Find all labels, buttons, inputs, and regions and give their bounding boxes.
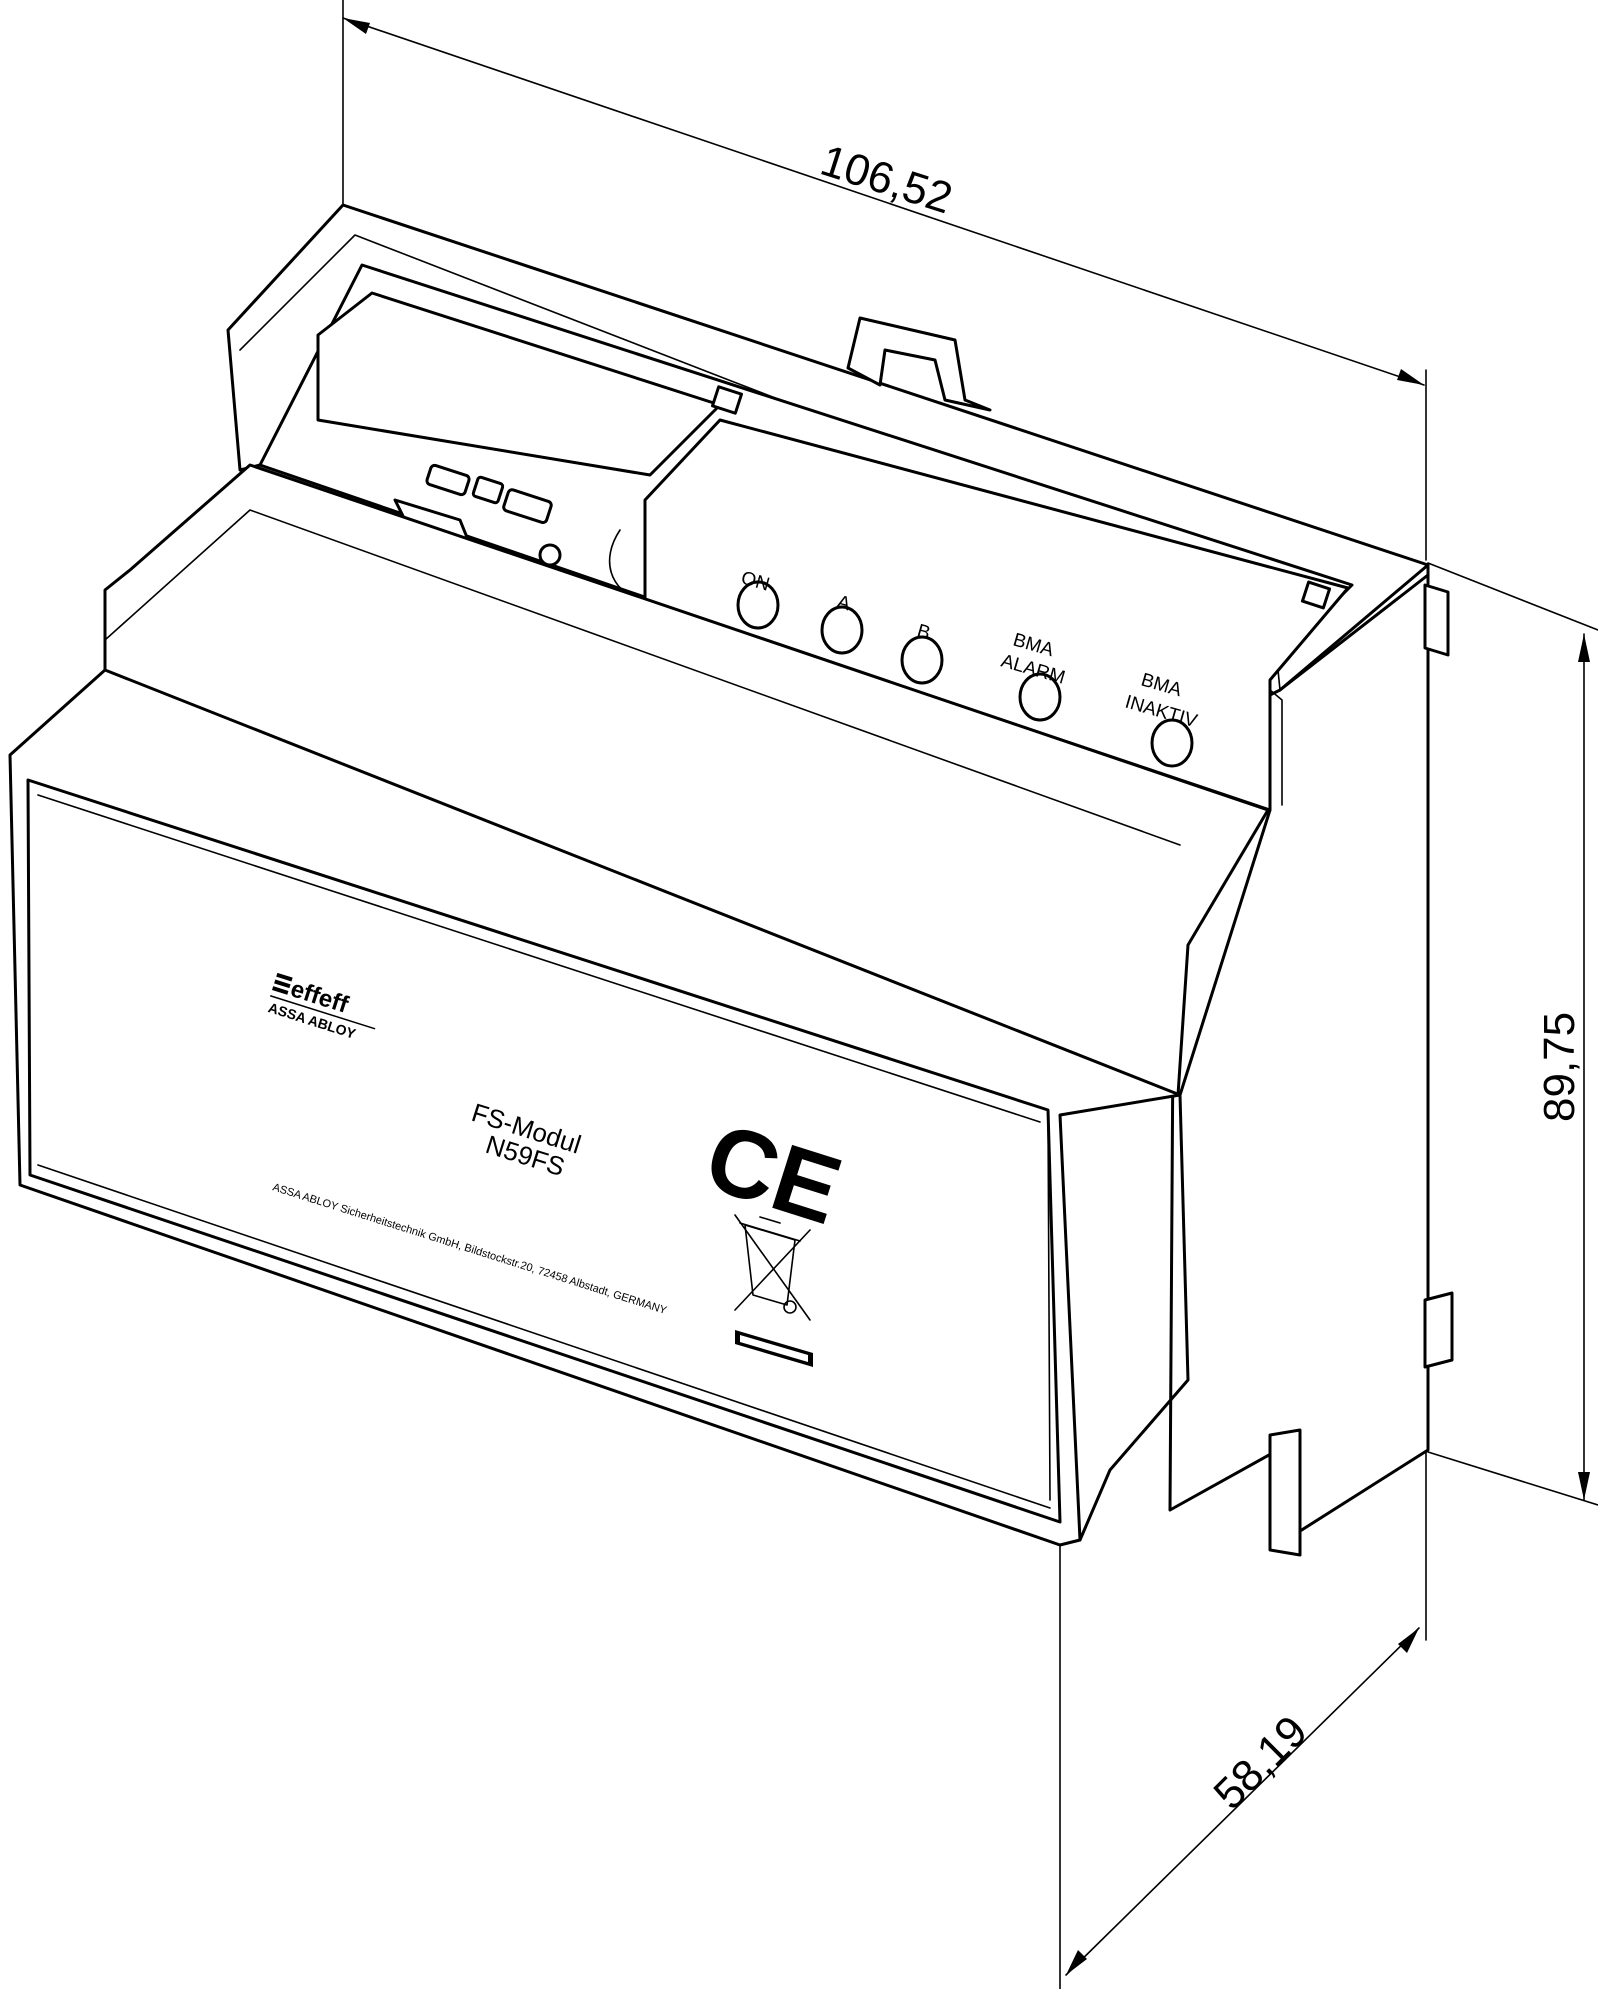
dimension-height-value: 89,75 bbox=[1535, 1012, 1584, 1122]
component-capacitor-1 bbox=[425, 463, 471, 497]
component-capacitor-2 bbox=[502, 488, 553, 525]
logo-bar-1 bbox=[276, 972, 293, 982]
led-bma-alarm: BMA ALARM bbox=[999, 630, 1067, 722]
dimension-height: 89,75 bbox=[1427, 562, 1598, 1506]
rear-terminal-cover bbox=[316, 291, 722, 477]
device-housing: ON A B BMA ALARM BMA INAKTIV bbox=[8, 203, 1454, 1557]
extension-line-top bbox=[1427, 562, 1598, 631]
front-label-plate bbox=[26, 778, 1062, 1524]
housing-corner-edge bbox=[1178, 808, 1272, 1097]
led-indicators: ON A B BMA ALARM BMA INAKTIV bbox=[736, 568, 1200, 768]
arrowhead-right bbox=[1397, 369, 1424, 385]
led-a: A bbox=[820, 592, 864, 655]
din-clip-middle bbox=[1423, 1291, 1454, 1369]
arrowhead-top bbox=[1578, 634, 1590, 662]
crossed-out-wheelie-bin-icon bbox=[734, 1214, 813, 1367]
bin-wheel bbox=[783, 1300, 797, 1314]
dimension-depth: 58,19 bbox=[1059, 1451, 1427, 1989]
arrowhead-back bbox=[1398, 1628, 1419, 1653]
logo-bar-3 bbox=[272, 986, 289, 995]
housing-top-clip bbox=[846, 316, 992, 412]
terminal-latch bbox=[710, 385, 744, 415]
front-plate-inner-top bbox=[37, 794, 1041, 1123]
housing-front-right-edge bbox=[1078, 1093, 1190, 1542]
logo-bar-2 bbox=[274, 979, 291, 989]
led-panel-side-rail bbox=[1269, 689, 1283, 806]
led-bma-alarm-lamp bbox=[1018, 672, 1062, 722]
logo-divider bbox=[269, 995, 376, 1030]
dimension-line-depth bbox=[1065, 1627, 1420, 1976]
din-clip-top bbox=[1423, 583, 1450, 657]
led-b-lamp bbox=[900, 635, 944, 685]
arrowhead-left bbox=[343, 18, 370, 34]
bin-lid bbox=[739, 1222, 801, 1242]
bin-cross-1 bbox=[734, 1214, 811, 1321]
housing-shoulder-edge bbox=[104, 509, 1181, 846]
bin-cross-2 bbox=[734, 1229, 811, 1311]
bin-underline-inner bbox=[740, 1335, 808, 1362]
led-panel-latch bbox=[1300, 580, 1332, 610]
led-b-label: B bbox=[915, 621, 933, 645]
component-chip bbox=[471, 475, 505, 505]
extension-line-bottom bbox=[1427, 1451, 1598, 1506]
dimension-line-width bbox=[342, 17, 1425, 386]
arrowhead-bottom bbox=[1578, 1472, 1590, 1500]
led-on-lamp bbox=[736, 580, 780, 630]
din-foot-bottom bbox=[1268, 1428, 1302, 1557]
led-bma-inaktiv-lamp bbox=[1150, 718, 1194, 768]
component-pot bbox=[538, 543, 562, 567]
led-a-label: A bbox=[835, 592, 853, 616]
front-plate-inner-right bbox=[1047, 1114, 1051, 1501]
arrowhead-front bbox=[1066, 1950, 1087, 1975]
dimension-depth-value: 58,19 bbox=[1204, 1707, 1317, 1820]
pcb-components bbox=[393, 463, 641, 601]
led-a-lamp bbox=[820, 605, 864, 655]
dimension-width-value: 106,52 bbox=[815, 136, 958, 224]
bin-handle bbox=[759, 1216, 781, 1224]
front-plate-inner-bottom bbox=[37, 1164, 1051, 1509]
led-b: B bbox=[900, 621, 944, 685]
